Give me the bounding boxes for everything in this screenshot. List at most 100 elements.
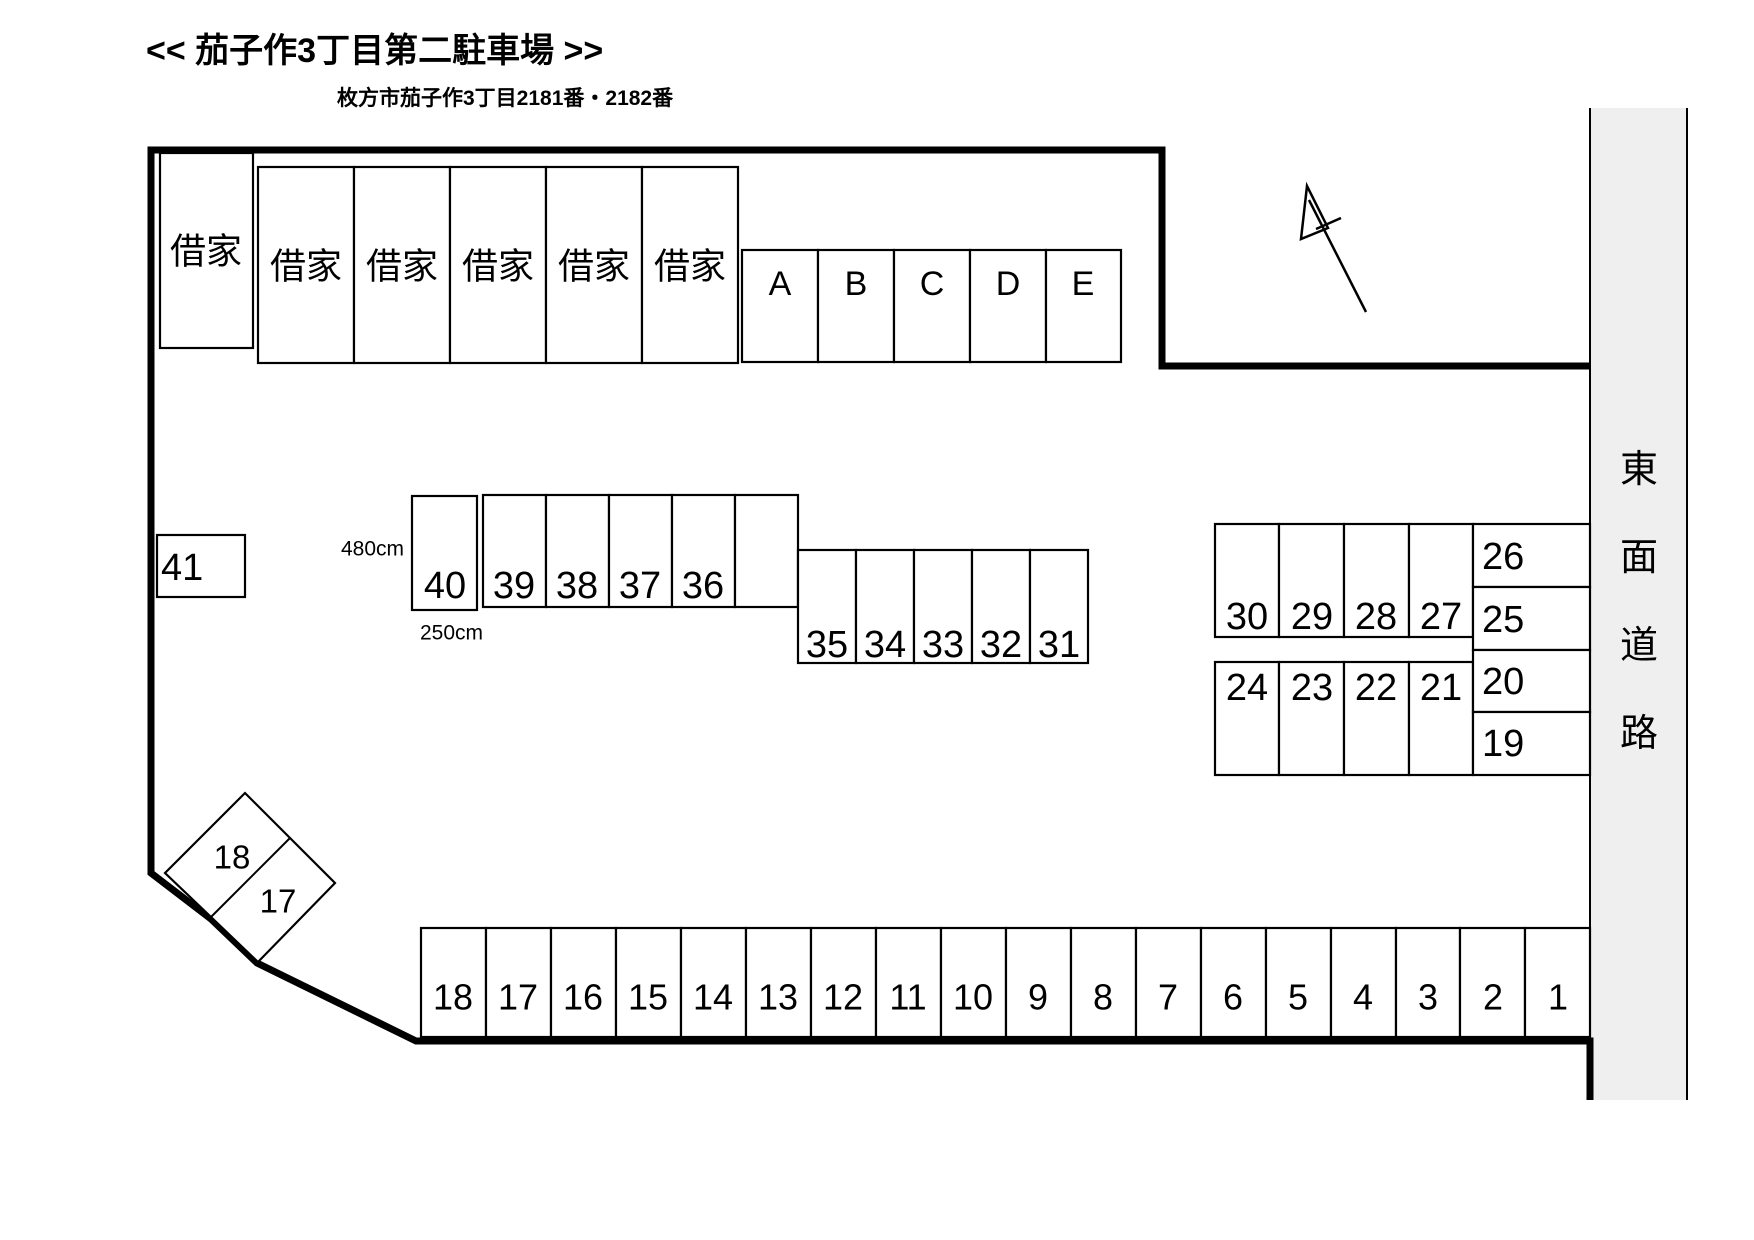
parking-space-box: [796, 548, 858, 665]
parking-space-label: 26: [1482, 536, 1524, 578]
east-road: 東 面 道 路: [1589, 108, 1688, 1100]
parking-space-label: 14: [693, 977, 733, 1018]
parking-space-label: 11: [889, 977, 926, 1018]
parking-space-label: 22: [1355, 667, 1397, 709]
parking-space-box: [1407, 522, 1475, 639]
parking-space-label: 3: [1418, 977, 1438, 1018]
depth-dimension-label: 250cm: [420, 622, 483, 645]
parking-space-box: [481, 493, 548, 609]
parking-space-label: 12: [823, 977, 863, 1018]
parking-space-box: [874, 926, 943, 1039]
parking-space-label: 27: [1420, 596, 1462, 638]
unlabeled-space-box: [733, 493, 800, 609]
parking-space-label: 7: [1158, 977, 1178, 1018]
parking-space-label: 23: [1291, 667, 1333, 709]
parking-space-label: 28: [1355, 596, 1397, 638]
parking-stack-26-25: 26 25: [1471, 522, 1592, 652]
north-arrow-cross: [1315, 216, 1342, 231]
parking-space-label: 13: [758, 977, 798, 1018]
parking-space-label: D: [996, 265, 1021, 303]
parking-space-label: 38: [556, 565, 598, 607]
parking-space-box: [970, 548, 1032, 665]
rental-house-large: 借家: [158, 151, 255, 350]
parking-row-24-21: 24 23 22 21: [1213, 660, 1475, 777]
rental-house-label: 借家: [558, 246, 630, 287]
parking-space-box: [1277, 660, 1346, 777]
parking-space-label: 40: [424, 565, 466, 607]
parking-space-box: [1277, 522, 1346, 639]
parking-space-label: 32: [980, 624, 1022, 666]
parking-space-box: [419, 926, 488, 1039]
parking-space-40: 40: [410, 494, 479, 612]
parking-row-35-31: 35 34 33 32 31: [796, 548, 1090, 666]
parking-space-label: 17: [498, 977, 538, 1018]
road-label-char: 面: [1620, 537, 1658, 579]
parking-space-label: 10: [953, 977, 993, 1018]
parking-space-box: [816, 248, 896, 364]
parking-space-box: [1471, 710, 1592, 777]
parking-space-box: [549, 926, 618, 1039]
rental-house-box: [448, 165, 548, 365]
rental-house-box: [256, 165, 356, 365]
parking-space-label: 29: [1291, 596, 1333, 638]
parking-space-box: [1044, 248, 1123, 364]
parking-row-bottom: 18 17 16 15 14 13 12 11 10 9 8 7 6 5 4 3…: [419, 926, 1592, 1039]
parking-space-box: [607, 493, 674, 609]
parking-row-30-27: 30 29 28 27: [1213, 522, 1475, 639]
parking-space-label: 9: [1028, 977, 1048, 1018]
parking-space-label: 18: [214, 839, 251, 876]
rental-house-label: 借家: [366, 246, 438, 287]
parking-space-box: [1342, 522, 1411, 639]
page-subtitle: 枚方市茄子作3丁目2181番・2182番: [337, 86, 674, 110]
parking-space-box: [1342, 660, 1411, 777]
width-dimension-label: 480cm: [341, 538, 404, 561]
parking-space-box: [410, 494, 479, 612]
parking-space-box: [155, 533, 247, 599]
parking-space-box: [809, 926, 878, 1039]
parking-space-box: [1471, 522, 1592, 589]
parking-space-label: 33: [922, 624, 964, 666]
parking-space-label: 20: [1482, 661, 1524, 703]
road-label-char: 路: [1620, 713, 1658, 755]
diamond-spaces-18-17: 18 17: [163, 791, 337, 964]
parking-space-box: [1329, 926, 1398, 1039]
parking-space-label: 1: [1548, 977, 1568, 1018]
north-arrow-head: [1299, 181, 1330, 241]
parking-space-label: 31: [1038, 624, 1080, 666]
north-arrow-tail: [1307, 199, 1368, 313]
parking-space-label: 2: [1483, 977, 1503, 1018]
rental-house-label: 借家: [170, 231, 242, 272]
road-label-char: 東: [1620, 449, 1658, 491]
diamond-divider-line: [210, 837, 291, 918]
parking-space-box: [968, 248, 1048, 364]
road-label-char: 道: [1620, 625, 1658, 667]
parking-space-label: 21: [1420, 667, 1462, 709]
rental-house-box: [640, 165, 740, 365]
parking-space-box: [1028, 548, 1090, 665]
rental-house-box: [352, 165, 452, 365]
parking-space-box: [939, 926, 1008, 1039]
parking-space-box: [1213, 522, 1281, 639]
parking-space-box: [614, 926, 683, 1039]
rental-house-label: 借家: [654, 246, 726, 287]
parking-space-label: 19: [1482, 723, 1524, 765]
parking-space-label: C: [920, 265, 945, 303]
parking-space-box: [1523, 926, 1592, 1039]
rental-house-label: 借家: [462, 246, 534, 287]
rental-house-row: 借家 借家 借家 借家 借家: [256, 165, 740, 365]
parking-space-box: [854, 548, 916, 665]
parking-space-label: A: [769, 265, 792, 303]
parking-space-box: [670, 493, 737, 609]
parking-space-label: 37: [619, 565, 661, 607]
parking-space-box: [744, 926, 813, 1039]
parking-space-label: 35: [806, 624, 848, 666]
parking-space-label: 25: [1482, 599, 1524, 641]
letter-space-row: A B C D E: [740, 248, 1123, 364]
parking-row-39-36: 39 38 37 36: [481, 493, 800, 609]
parking-space-label: B: [845, 265, 868, 303]
parking-space-box: [1199, 926, 1268, 1039]
parking-space-label: 16: [563, 977, 603, 1018]
parking-space-label: 8: [1093, 977, 1113, 1018]
parking-space-box: [484, 926, 553, 1039]
parking-space-label: 39: [493, 565, 535, 607]
